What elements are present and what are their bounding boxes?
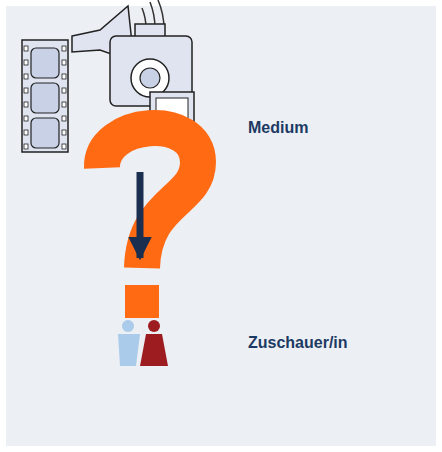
question-mark	[102, 128, 198, 318]
flow-arrow	[137, 172, 144, 258]
icon-node: Medium	[15, 0, 345, 172]
male-head	[122, 320, 134, 332]
panel-background	[6, 6, 436, 446]
male-body	[118, 334, 140, 366]
film-strip	[22, 40, 68, 152]
question-hook	[102, 128, 198, 268]
film-holes	[24, 46, 66, 149]
node-label: Zuschauer/in	[248, 334, 348, 352]
film-frames	[31, 48, 59, 148]
icon-node: Zuschauer/in	[15, 258, 345, 368]
female-body	[140, 334, 168, 366]
camera-lens-inner	[140, 68, 160, 88]
question-dot	[125, 285, 159, 318]
node-label: Medium	[248, 119, 308, 137]
female-head	[148, 320, 160, 332]
viewer-icon	[118, 320, 168, 366]
